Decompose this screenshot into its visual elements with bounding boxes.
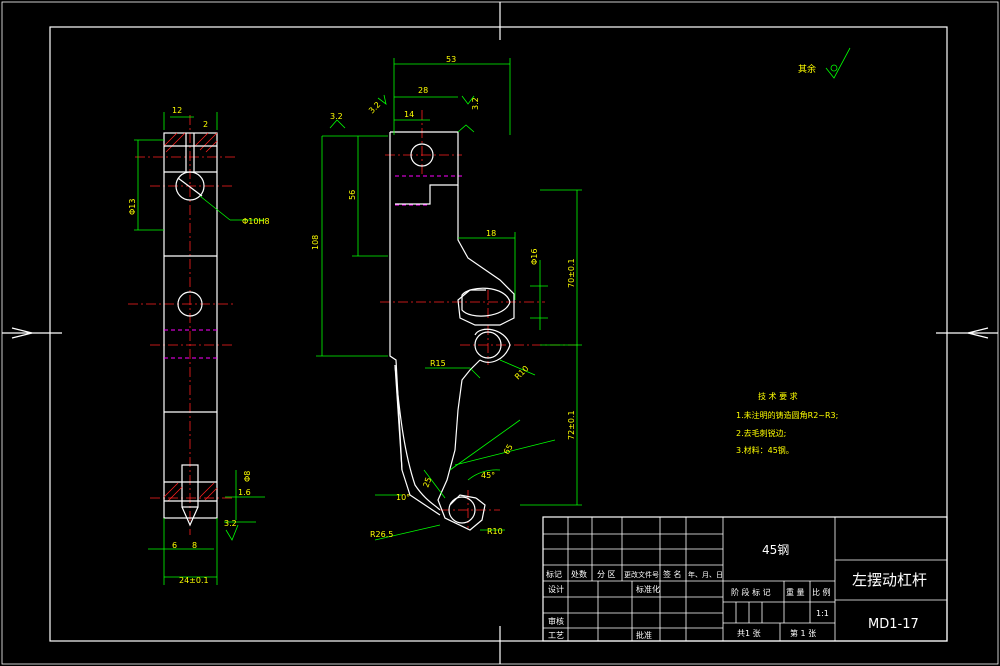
dim-side-b2: 8 <box>192 541 197 550</box>
dim-front-d25: 25 <box>421 476 433 489</box>
dim-side-pin-diameter: Φ13 <box>128 199 137 215</box>
row-approve: 批准 <box>636 630 652 640</box>
dim-side-top-slot: 2 <box>203 120 208 129</box>
dim-front-rough: 3.2 <box>330 112 343 121</box>
dim-side-bottom-gap: 1.6 <box>238 488 251 497</box>
rev-header-3: 更改文件号 <box>624 570 659 579</box>
dim-front-len-70: 70±0.1 <box>567 258 576 288</box>
title-block: 45钢 左摆动杠杆 MD1-17 1:1 共1 张 第 1 张 标记 处数 分 … <box>542 516 948 642</box>
dim-front-len-18: 18 <box>486 229 496 238</box>
dim-front-phi-16: Φ16 <box>530 249 539 265</box>
dim-front-angle-10: 10° <box>396 493 410 502</box>
row-standard: 标准化 <box>636 584 660 594</box>
dim-front-overall-width: 53 <box>446 55 456 64</box>
scale-label: 比 例 <box>812 587 831 597</box>
dim-front-d65: 65 <box>502 443 515 456</box>
dim-front-r26: R26.5 <box>370 530 393 539</box>
sheet-total: 共1 张 <box>737 629 761 638</box>
dim-front-len-56: 56 <box>348 190 357 200</box>
dim-front-r10b: R10 <box>487 527 503 536</box>
tech-requirements: 技 术 要 求 1.未注明的铸造圆角R2~R3; 2.去毛刺锐边; 3.材料：4… <box>736 391 838 455</box>
drawing-number: MD1-17 <box>868 617 919 632</box>
weight-label: 重 量 <box>786 587 805 597</box>
dim-front-len-108: 108 <box>311 235 320 250</box>
front-view: 53 28 14 3.2 3.2 3.2 56 108 18 Φ16 70±0.… <box>311 47 851 541</box>
dim-front-r15: R15 <box>430 359 446 368</box>
dim-front-angle-45: 45° <box>481 471 495 480</box>
dim-front-rough-2: 3.2 <box>367 100 382 115</box>
rev-header-0: 标记 <box>546 569 562 579</box>
stage-label: 阶 段 标 记 <box>731 587 771 597</box>
part-name: 左摆动杠杆 <box>852 571 927 589</box>
dim-front-len-72: 72±0.1 <box>567 410 576 440</box>
dim-side-top-width: 12 <box>172 106 182 115</box>
row-design: 设计 <box>548 584 564 594</box>
rev-header-5: 年、月、日 <box>688 570 723 579</box>
rev-header-1: 处数 <box>571 569 587 579</box>
dim-side-rough: 3.2 <box>224 519 237 528</box>
tech-item-3: 3.材料：45钢。 <box>736 445 794 455</box>
tech-item-1: 1.未注明的铸造圆角R2~R3; <box>736 410 838 420</box>
side-view: 12 2 Φ13 Φ10H8 Φ8 1.6 3.2 6 8 24±0.1 <box>128 106 270 585</box>
inner-frame <box>49 26 948 642</box>
row-process: 工艺 <box>548 631 564 640</box>
rev-header-2: 分 区 <box>597 570 616 579</box>
dim-front-width-28: 28 <box>418 86 428 95</box>
dim-front-width-14: 14 <box>404 110 414 119</box>
surface-note: 其余 <box>798 63 816 75</box>
dim-side-b1: 6 <box>172 541 177 550</box>
dim-side-bore: Φ10H8 <box>242 217 270 226</box>
rev-header-4: 签 名 <box>663 569 682 579</box>
dim-side-overall-width: 24±0.1 <box>179 576 209 585</box>
scale-value: 1:1 <box>816 609 829 618</box>
sheet-no: 第 1 张 <box>790 628 816 638</box>
dim-front-rough-3: 3.2 <box>471 97 480 110</box>
dim-side-bottom-phi: Φ8 <box>243 471 252 482</box>
material-label: 45钢 <box>762 543 789 557</box>
tech-title: 技 术 要 求 <box>758 391 798 401</box>
row-review: 审核 <box>548 616 564 626</box>
tech-item-2: 2.去毛刺锐边; <box>736 428 786 438</box>
